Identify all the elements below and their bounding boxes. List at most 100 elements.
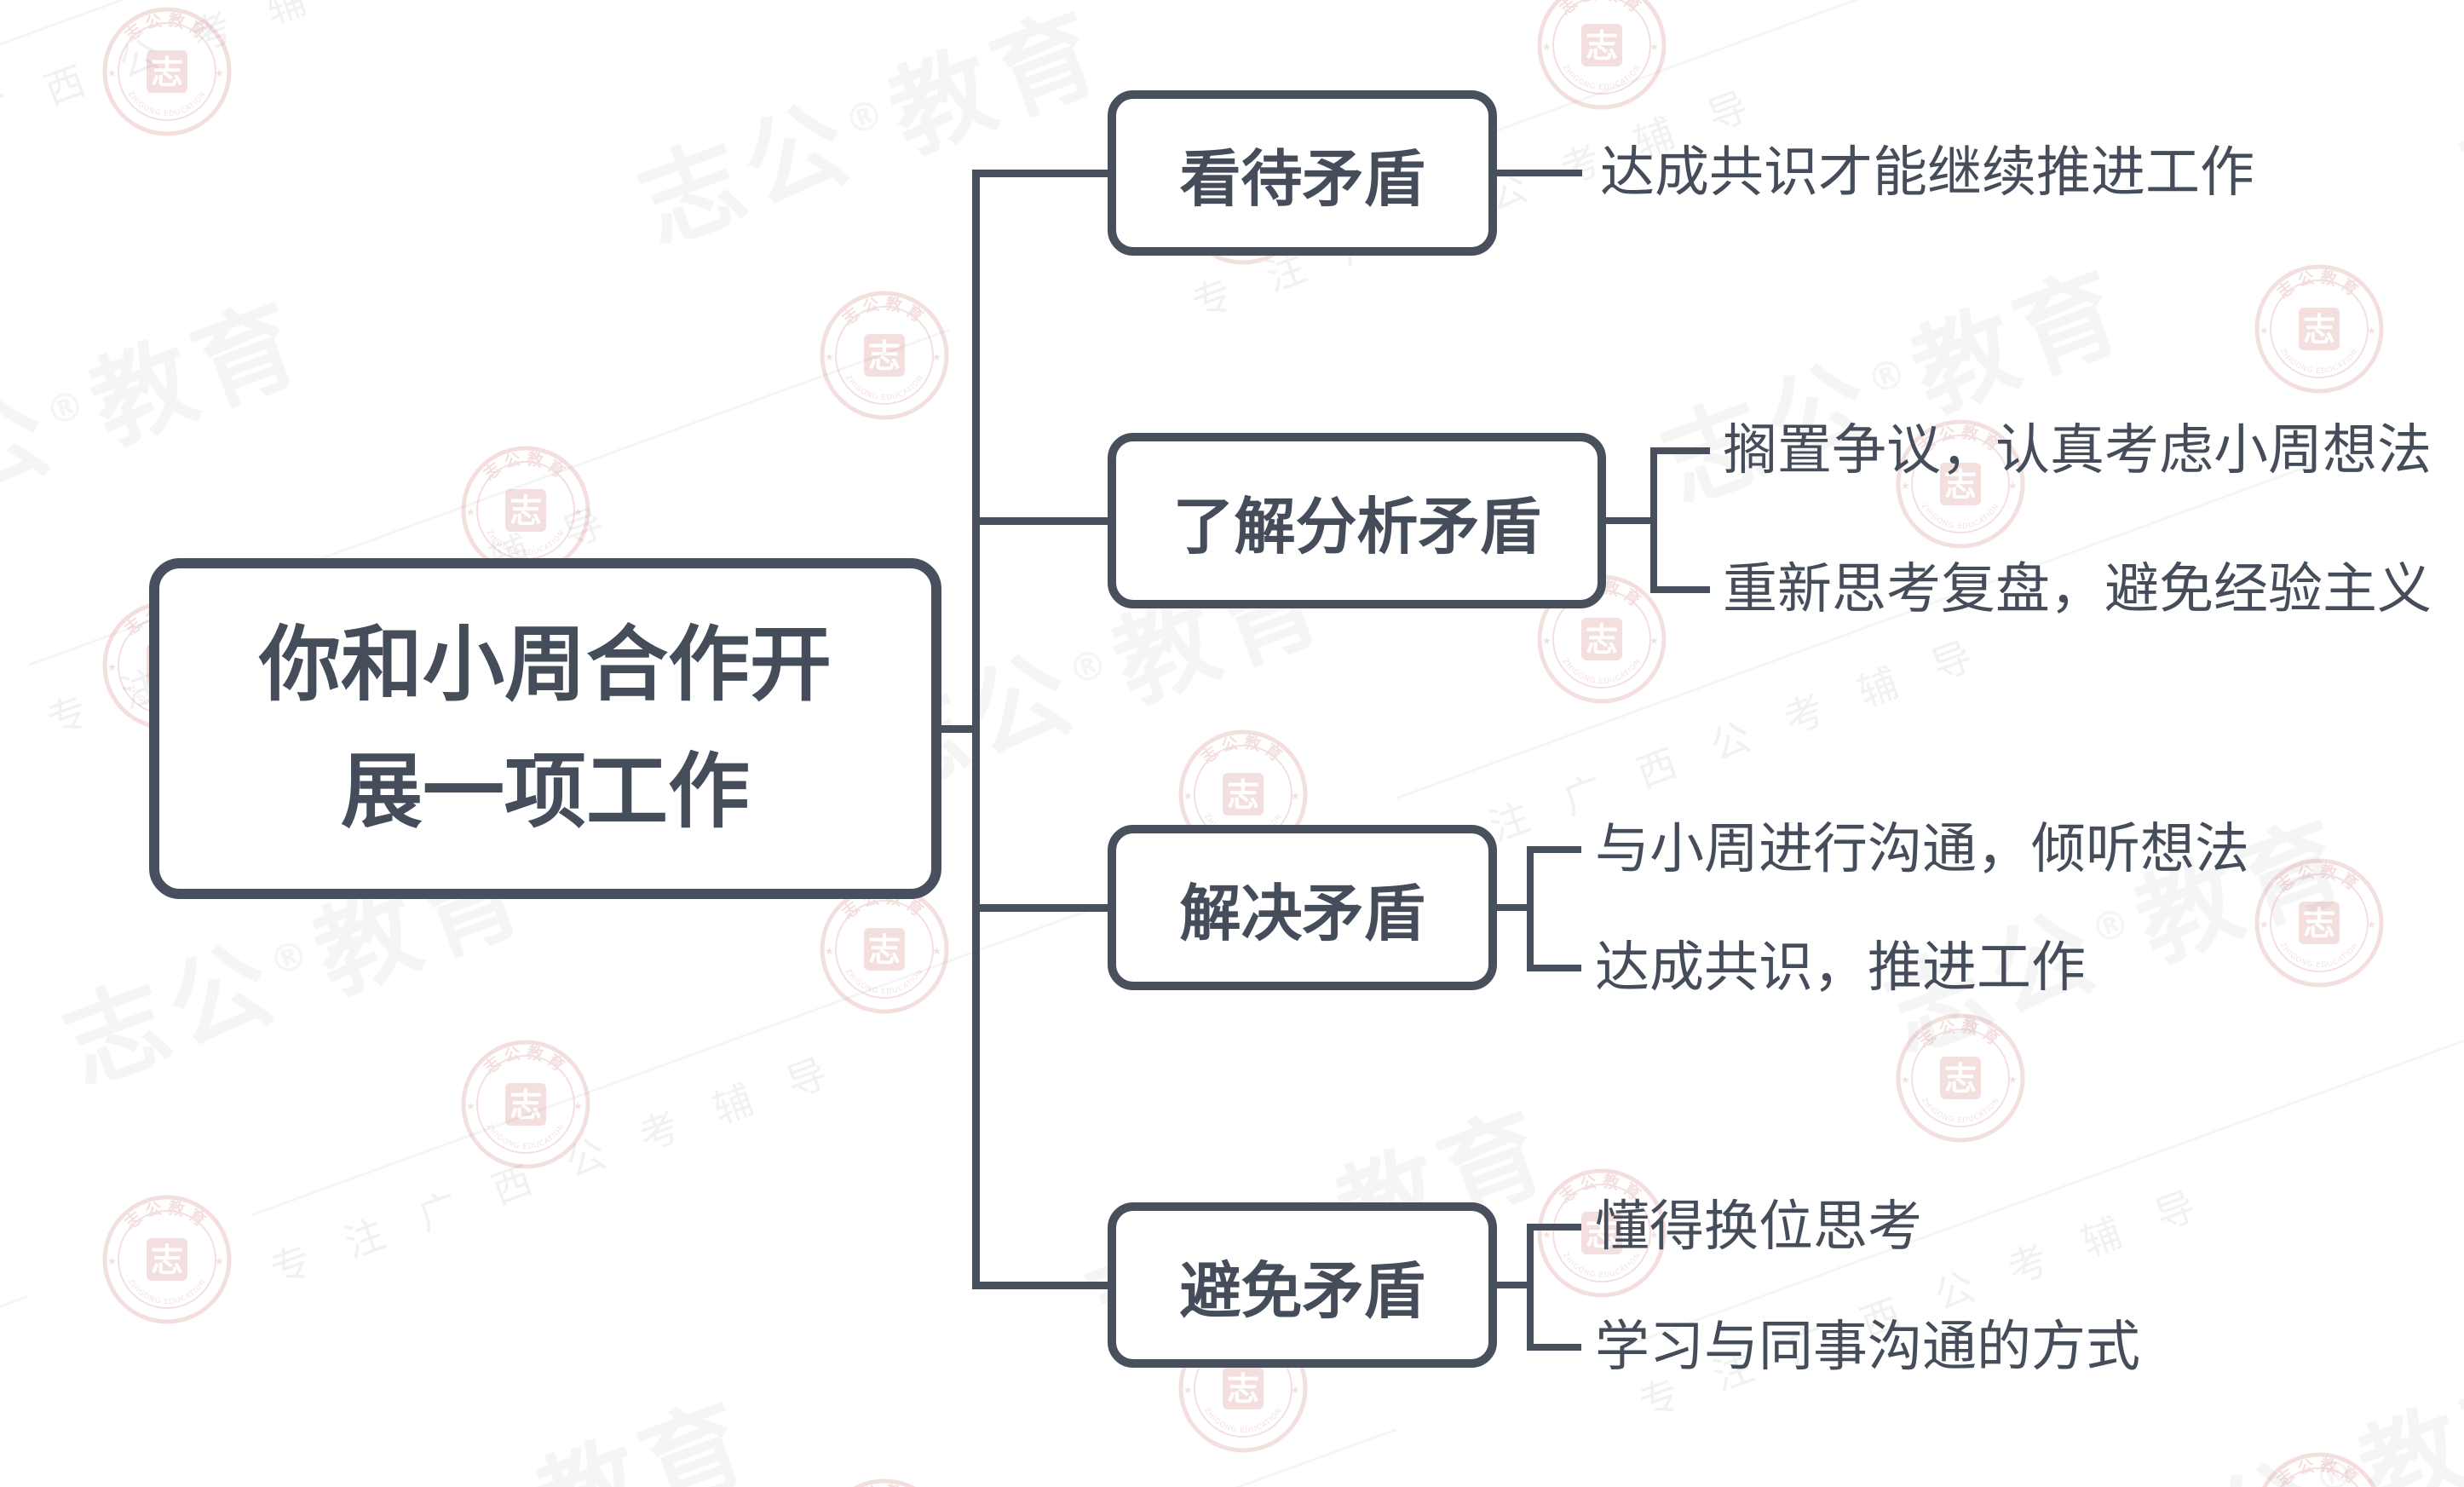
svg-text:ZHIGONG EDUCATION: ZHIGONG EDUCATION [843, 373, 925, 402]
leaf-branch3-child1[interactable]: 与小周进行沟通，倾听想法 [1595, 818, 2249, 881]
root-node-line2: 展一项工作 [341, 744, 750, 839]
watermark-brand-text: 志公®教育 [1648, 248, 2144, 525]
svg-text:志: 志 [2303, 905, 2335, 942]
svg-text:★: ★ [1291, 1384, 1300, 1396]
svg-text:★: ★ [2367, 919, 2376, 931]
svg-text:★: ★ [1542, 1229, 1552, 1241]
svg-text:★: ★ [107, 661, 117, 673]
leaf-branch2-child2[interactable]: 重新思考复盘，避免经验主义 [1723, 558, 2432, 621]
svg-text:ZHIGONG EDUCATION: ZHIGONG EDUCATION [843, 967, 925, 996]
svg-text:志公教育: 志公教育 [1197, 732, 1289, 768]
watermark-slogan-text: 专注广西公考辅导 [0, 0, 423, 195]
svg-text:志: 志 [1944, 1060, 1977, 1098]
svg-text:志公教育: 志公教育 [2273, 861, 2365, 896]
leaf-branch4-child1[interactable]: 懂得换位思考 [1595, 1196, 1922, 1259]
svg-text:ZHIGONG EDUCATION: ZHIGONG EDUCATION [485, 1122, 567, 1151]
watermark-slogan-item: 专注广西公考辅导 [0, 0, 755, 197]
watermark-brand-text: 志公®教育 [273, 1380, 769, 1487]
watermark-slogan-item: 专注广西公考辅导 [251, 879, 1202, 1296]
watermark-brand-text: 志公®教育 [625, 0, 1120, 267]
branch4-child1-line [1527, 1224, 1581, 1231]
connector-spine-to-branch2 [976, 517, 1111, 525]
branch4-elbow-out [1495, 1282, 1534, 1288]
svg-text:★: ★ [2260, 325, 2269, 337]
svg-text:ZHIGONG EDUCATION: ZHIGONG EDUCATION [1202, 1406, 1284, 1435]
svg-text:志公教育: 志公教育 [2273, 1455, 2365, 1487]
root-node-label: 你和小周合作开 展一项工作 [259, 602, 832, 856]
branch-node-label: 避免矛盾 [1179, 1254, 1425, 1327]
watermark-slogan-item: 专注广西公考辅导 [0, 1295, 57, 1487]
branch-node-label: 了解分析矛盾 [1172, 490, 1541, 562]
leaf-branch4-child2[interactable]: 学习与同事沟通的方式 [1595, 1316, 2140, 1379]
watermark-brand-text: 志公®教育 [2095, 1348, 2464, 1487]
svg-text:★: ★ [2367, 325, 2376, 337]
svg-text:★: ★ [1183, 1384, 1193, 1396]
svg-text:志: 志 [151, 54, 183, 91]
svg-text:★: ★ [825, 945, 834, 957]
branch1-child1-line [1495, 170, 1582, 176]
branch-node-view-conflict[interactable]: 看待矛盾 [1108, 90, 1497, 256]
svg-text:★: ★ [466, 1100, 475, 1112]
leaf-branch2-child1[interactable]: 搁置争议，认真考虑小周想法 [1723, 419, 2432, 482]
svg-text:ZHIGONG EDUCATION: ZHIGONG EDUCATION [1561, 63, 1643, 92]
svg-text:★: ★ [466, 506, 475, 518]
branch2-child1-line [1650, 447, 1710, 454]
connector-root-to-spine [936, 725, 980, 733]
branch3-child1-line [1527, 846, 1581, 853]
branch3-elbow-out [1495, 904, 1534, 911]
watermark-diagonal-line [1620, 1012, 2464, 1350]
svg-text:ZHIGONG EDUCATION: ZHIGONG EDUCATION [2278, 347, 2360, 376]
root-node[interactable]: 你和小周合作开 展一项工作 [149, 558, 941, 899]
svg-text:志公教育: 志公教育 [838, 293, 930, 329]
svg-text:ZHIGONG EDUCATION: ZHIGONG EDUCATION [126, 89, 208, 118]
svg-text:志公教育: 志公教育 [480, 1042, 572, 1078]
watermark-diagonal-line [251, 879, 1173, 1217]
leaf-branch3-child2[interactable]: 达成共识，推进工作 [1595, 937, 2086, 1000]
svg-text:★: ★ [932, 351, 941, 363]
leaf-branch1-child1[interactable]: 达成共识才能继续推进工作 [1600, 141, 2254, 205]
svg-text:★: ★ [1649, 41, 1659, 53]
svg-text:志公教育: 志公教育 [2273, 267, 2365, 303]
connector-spine-to-branch1 [976, 170, 1111, 177]
branch-node-avoid-conflict[interactable]: 避免矛盾 [1108, 1202, 1497, 1368]
svg-text:★: ★ [932, 945, 941, 957]
svg-text:★: ★ [573, 1100, 583, 1112]
branch-node-resolve-conflict[interactable]: 解决矛盾 [1108, 825, 1497, 990]
branch4-elbow-vertical [1527, 1224, 1534, 1351]
svg-text:★: ★ [107, 67, 117, 79]
root-node-line1: 你和小周合作开 [259, 617, 832, 713]
watermark-seal-logo: 志公教育 ZHIGONG EDUCATION ★ ★ 志 [2253, 262, 2386, 395]
svg-text:ZHIGONG EDUCATION: ZHIGONG EDUCATION [1920, 1096, 2001, 1125]
svg-text:★: ★ [1649, 635, 1659, 647]
svg-text:ZHIGONG EDUCATION: ZHIGONG EDUCATION [126, 1277, 208, 1306]
svg-text:★: ★ [573, 506, 583, 518]
svg-text:★: ★ [215, 67, 224, 79]
svg-text:志公教育: 志公教育 [480, 448, 572, 484]
svg-text:★: ★ [1901, 1074, 1910, 1086]
svg-text:志: 志 [2303, 311, 2335, 349]
svg-text:★: ★ [1183, 790, 1193, 802]
svg-text:志: 志 [1227, 1370, 1259, 1408]
watermark-slogan-text: 专注广西公考辅导 [264, 1035, 870, 1294]
branch3-elbow-vertical [1527, 846, 1534, 971]
svg-text:★: ★ [2260, 919, 2269, 931]
watermark-diagonal-line [0, 0, 726, 117]
svg-text:★: ★ [107, 1255, 117, 1267]
watermark-brand-text: 志公®教育 [0, 280, 321, 557]
branch-node-understand-analyze-conflict[interactable]: 了解分析矛盾 [1108, 433, 1606, 608]
svg-text:志公教育: 志公教育 [1556, 0, 1648, 19]
connector-spine-to-branch3 [976, 904, 1111, 912]
svg-text:志公教育: 志公教育 [1914, 1016, 2006, 1052]
branch2-child2-line [1650, 586, 1710, 593]
svg-text:ZHIGONG EDUCATION: ZHIGONG EDUCATION [1920, 502, 2001, 531]
svg-text:志: 志 [1227, 776, 1259, 814]
